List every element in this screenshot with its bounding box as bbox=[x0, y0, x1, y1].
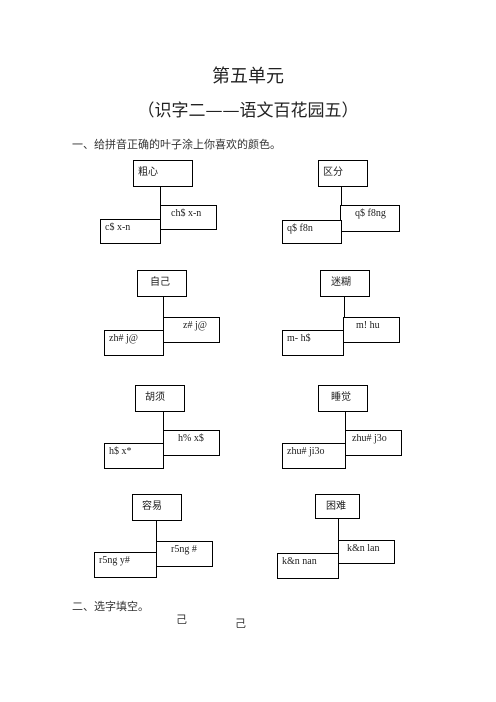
pinyin-leaf-option-a[interactable]: ch$ x-n bbox=[160, 205, 217, 230]
pinyin-leaf-option-b[interactable]: r5ng y# bbox=[94, 552, 157, 578]
fill-char-b: 己 bbox=[235, 617, 246, 630]
connector-line bbox=[163, 297, 164, 317]
section-1-title: 一、给拼音正确的叶子涂上你喜欢的颜色。 bbox=[72, 138, 281, 151]
connector-line bbox=[338, 519, 339, 540]
word-box: 容易 bbox=[132, 494, 182, 521]
word-box: 迷糊 bbox=[320, 270, 370, 297]
pinyin-leaf-option-b[interactable]: zh# j@ bbox=[104, 330, 164, 356]
pinyin-leaf-option-a[interactable]: m! hu bbox=[343, 317, 400, 343]
word-box: 区分 bbox=[318, 160, 368, 187]
connector-line bbox=[156, 521, 157, 541]
word-box: 自己 bbox=[137, 270, 187, 297]
pinyin-leaf-option-a[interactable]: r5ng # bbox=[156, 541, 213, 567]
unit-title: 第五单元 bbox=[212, 66, 284, 87]
section-2-title: 二、选字填空。 bbox=[72, 600, 149, 613]
word-box: 粗心 bbox=[133, 160, 193, 187]
pinyin-leaf-option-b[interactable]: q$ f8n bbox=[282, 220, 342, 244]
connector-line bbox=[163, 412, 164, 430]
pinyin-leaf-option-a[interactable]: q$ f8ng bbox=[340, 205, 400, 232]
connector-line bbox=[345, 412, 346, 430]
pinyin-leaf-option-b[interactable]: k&n nan bbox=[277, 553, 339, 579]
word-box: 困难 bbox=[315, 494, 360, 519]
connector-line bbox=[344, 297, 345, 317]
connector-line bbox=[160, 187, 161, 205]
word-box: 睡觉 bbox=[318, 385, 368, 412]
pinyin-leaf-option-a[interactable]: h% x$ bbox=[163, 430, 220, 456]
pinyin-leaf-option-a[interactable]: k&n lan bbox=[338, 540, 395, 564]
pinyin-leaf-option-b[interactable]: zhu# ji3o bbox=[282, 443, 346, 469]
pinyin-leaf-option-a[interactable]: z# j@ bbox=[163, 317, 220, 343]
word-box: 胡须 bbox=[135, 385, 185, 412]
pinyin-leaf-option-b[interactable]: h$ x* bbox=[104, 443, 164, 469]
pinyin-leaf-option-a[interactable]: zhu# j3o bbox=[345, 430, 402, 456]
pinyin-leaf-option-b[interactable]: m- h$ bbox=[282, 330, 344, 356]
fill-char-a: 己 bbox=[176, 613, 187, 626]
connector-line bbox=[341, 187, 342, 205]
pinyin-leaf-option-b[interactable]: c$ x-n bbox=[100, 219, 161, 244]
lesson-subtitle: （识字二——语文百花园五） bbox=[137, 101, 359, 121]
